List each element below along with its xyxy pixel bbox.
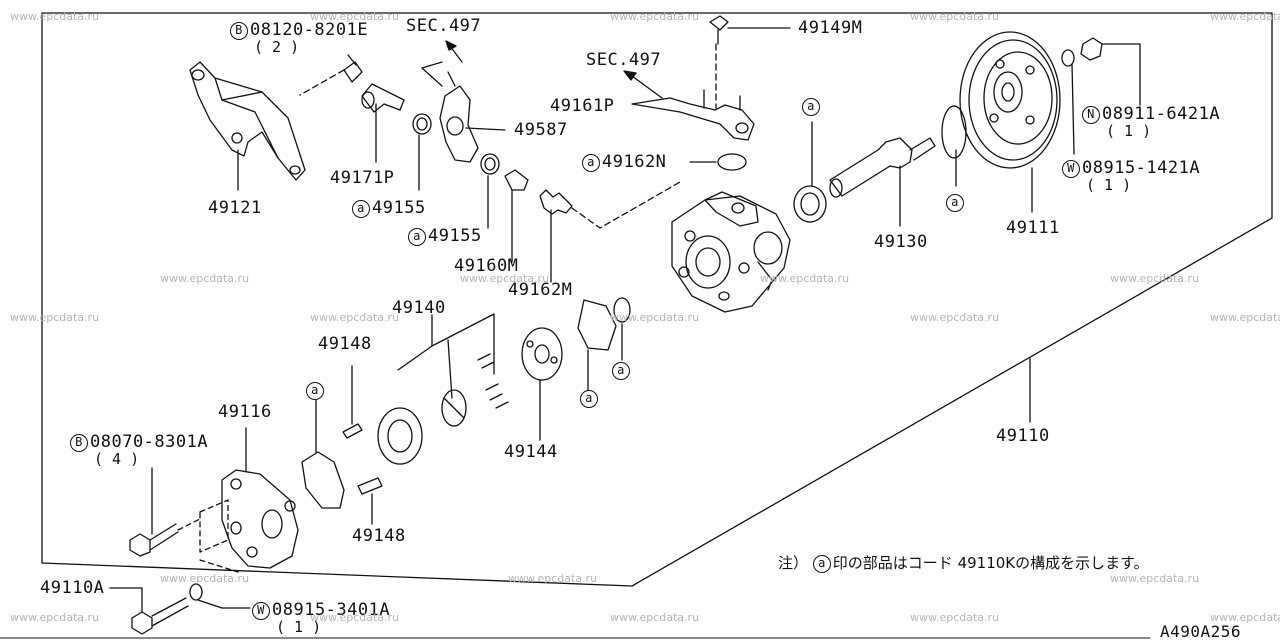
part-label-49162M: 49162M — [508, 280, 573, 300]
bolt-08120 — [299, 54, 363, 96]
part-label-49121: 49121 — [208, 198, 262, 218]
connector-49160M — [504, 169, 529, 263]
watermark: www.epcdata.ru — [10, 611, 100, 624]
bracket-49121 — [189, 61, 306, 191]
gasket — [301, 399, 345, 509]
union-bolt-49171P — [361, 83, 405, 163]
part-label-49144: 49144 — [504, 442, 558, 462]
sec-label-pipe: SEC.497 — [586, 50, 662, 70]
fastener-bolt-08120-qty: ( 2 ) — [254, 38, 300, 56]
watermark: www.epcdata.ru — [160, 272, 250, 285]
watermark: www.epcdata.ru — [910, 611, 1000, 624]
diagram-code: A490A256 — [1160, 622, 1242, 640]
part-label-49130: 49130 — [874, 232, 928, 252]
marker-a-ring1: a — [580, 388, 600, 408]
part-label-49116: 49116 — [218, 402, 272, 422]
part-label-49587: 49587 — [514, 120, 568, 140]
watermark: www.epcdata.ru — [910, 311, 1000, 324]
watermark: www.epcdata.ru — [310, 611, 400, 624]
watermark: www.epcdata.ru — [310, 10, 400, 23]
part-label-49110: 49110 — [996, 426, 1050, 446]
part-label-49149M: 49149M — [798, 18, 863, 38]
watermark: www.epcdata.ru — [460, 272, 550, 285]
oring-49162N — [689, 153, 747, 171]
pins-49148 — [342, 365, 383, 525]
part-label-49111: 49111 — [1006, 218, 1060, 238]
watermark: www.epcdata.ru — [1210, 10, 1280, 23]
watermark: www.epcdata.ru — [508, 572, 598, 585]
marker-a-seal: a — [802, 96, 822, 116]
washers-49155 — [412, 113, 500, 229]
fastener-bolt-08070-qty: ( 4 ) — [94, 450, 140, 468]
part-label-49148-lower: 49148 — [352, 526, 406, 546]
washer-nut-right — [1061, 37, 1141, 155]
marker-a-ring2: a — [612, 360, 632, 380]
watermark: www.epcdata.ru — [310, 311, 400, 324]
marker-a-gasket: a — [306, 380, 326, 400]
bolt-49110A — [109, 559, 251, 635]
marker-a-snapring: a — [946, 192, 966, 212]
part-label-49148-upper: 49148 — [318, 334, 372, 354]
snap-ring — [941, 105, 967, 187]
watermark: www.epcdata.ru — [1110, 572, 1200, 585]
watermark: www.epcdata.ru — [610, 311, 700, 324]
watermark: www.epcdata.ru — [610, 10, 700, 23]
bolt-08070 — [129, 467, 203, 557]
gaskets-middle — [577, 297, 631, 391]
seal-ring — [793, 121, 827, 223]
watermark: www.epcdata.ru — [910, 10, 1000, 23]
watermark: www.epcdata.ru — [1210, 311, 1280, 324]
cartridge-49140 — [377, 313, 509, 465]
part-label-49160M: 49160M — [454, 256, 519, 276]
fastener-washer-08915-right-qty: ( 1 ) — [1086, 176, 1132, 194]
pump-body — [671, 191, 791, 313]
part-label-49171P: 49171P — [330, 168, 395, 188]
assembly-outline — [41, 12, 1273, 587]
pipe-49161P — [631, 43, 755, 141]
rear-cover-49116 — [199, 427, 299, 569]
fitting-49587 — [421, 61, 506, 163]
watermark: www.epcdata.ru — [10, 10, 100, 23]
spring-49162M — [539, 181, 681, 283]
part-label-49140: 49140 — [392, 298, 446, 318]
part-label-49110A: 49110A — [40, 578, 105, 598]
part-label-49161P: 49161P — [550, 96, 615, 116]
plate-49144 — [521, 327, 563, 441]
fastener-nut-08911-qty: ( 1 ) — [1106, 122, 1152, 140]
watermark: www.epcdata.ru — [160, 572, 250, 585]
watermark: www.epcdata.ru — [1210, 611, 1280, 624]
pulley-49111 — [959, 31, 1061, 213]
bolt-49149M — [709, 15, 791, 45]
shaft-49130 — [829, 137, 936, 227]
sec-label-upper: SEC.497 — [406, 16, 482, 36]
watermark: www.epcdata.ru — [610, 611, 700, 624]
fastener-washer-08915-bottom-qty: ( 1 ) — [276, 618, 322, 636]
watermark: www.epcdata.ru — [760, 272, 850, 285]
watermark: www.epcdata.ru — [10, 311, 100, 324]
sec-arrows — [445, 40, 663, 99]
watermark: www.epcdata.ru — [1110, 272, 1200, 285]
